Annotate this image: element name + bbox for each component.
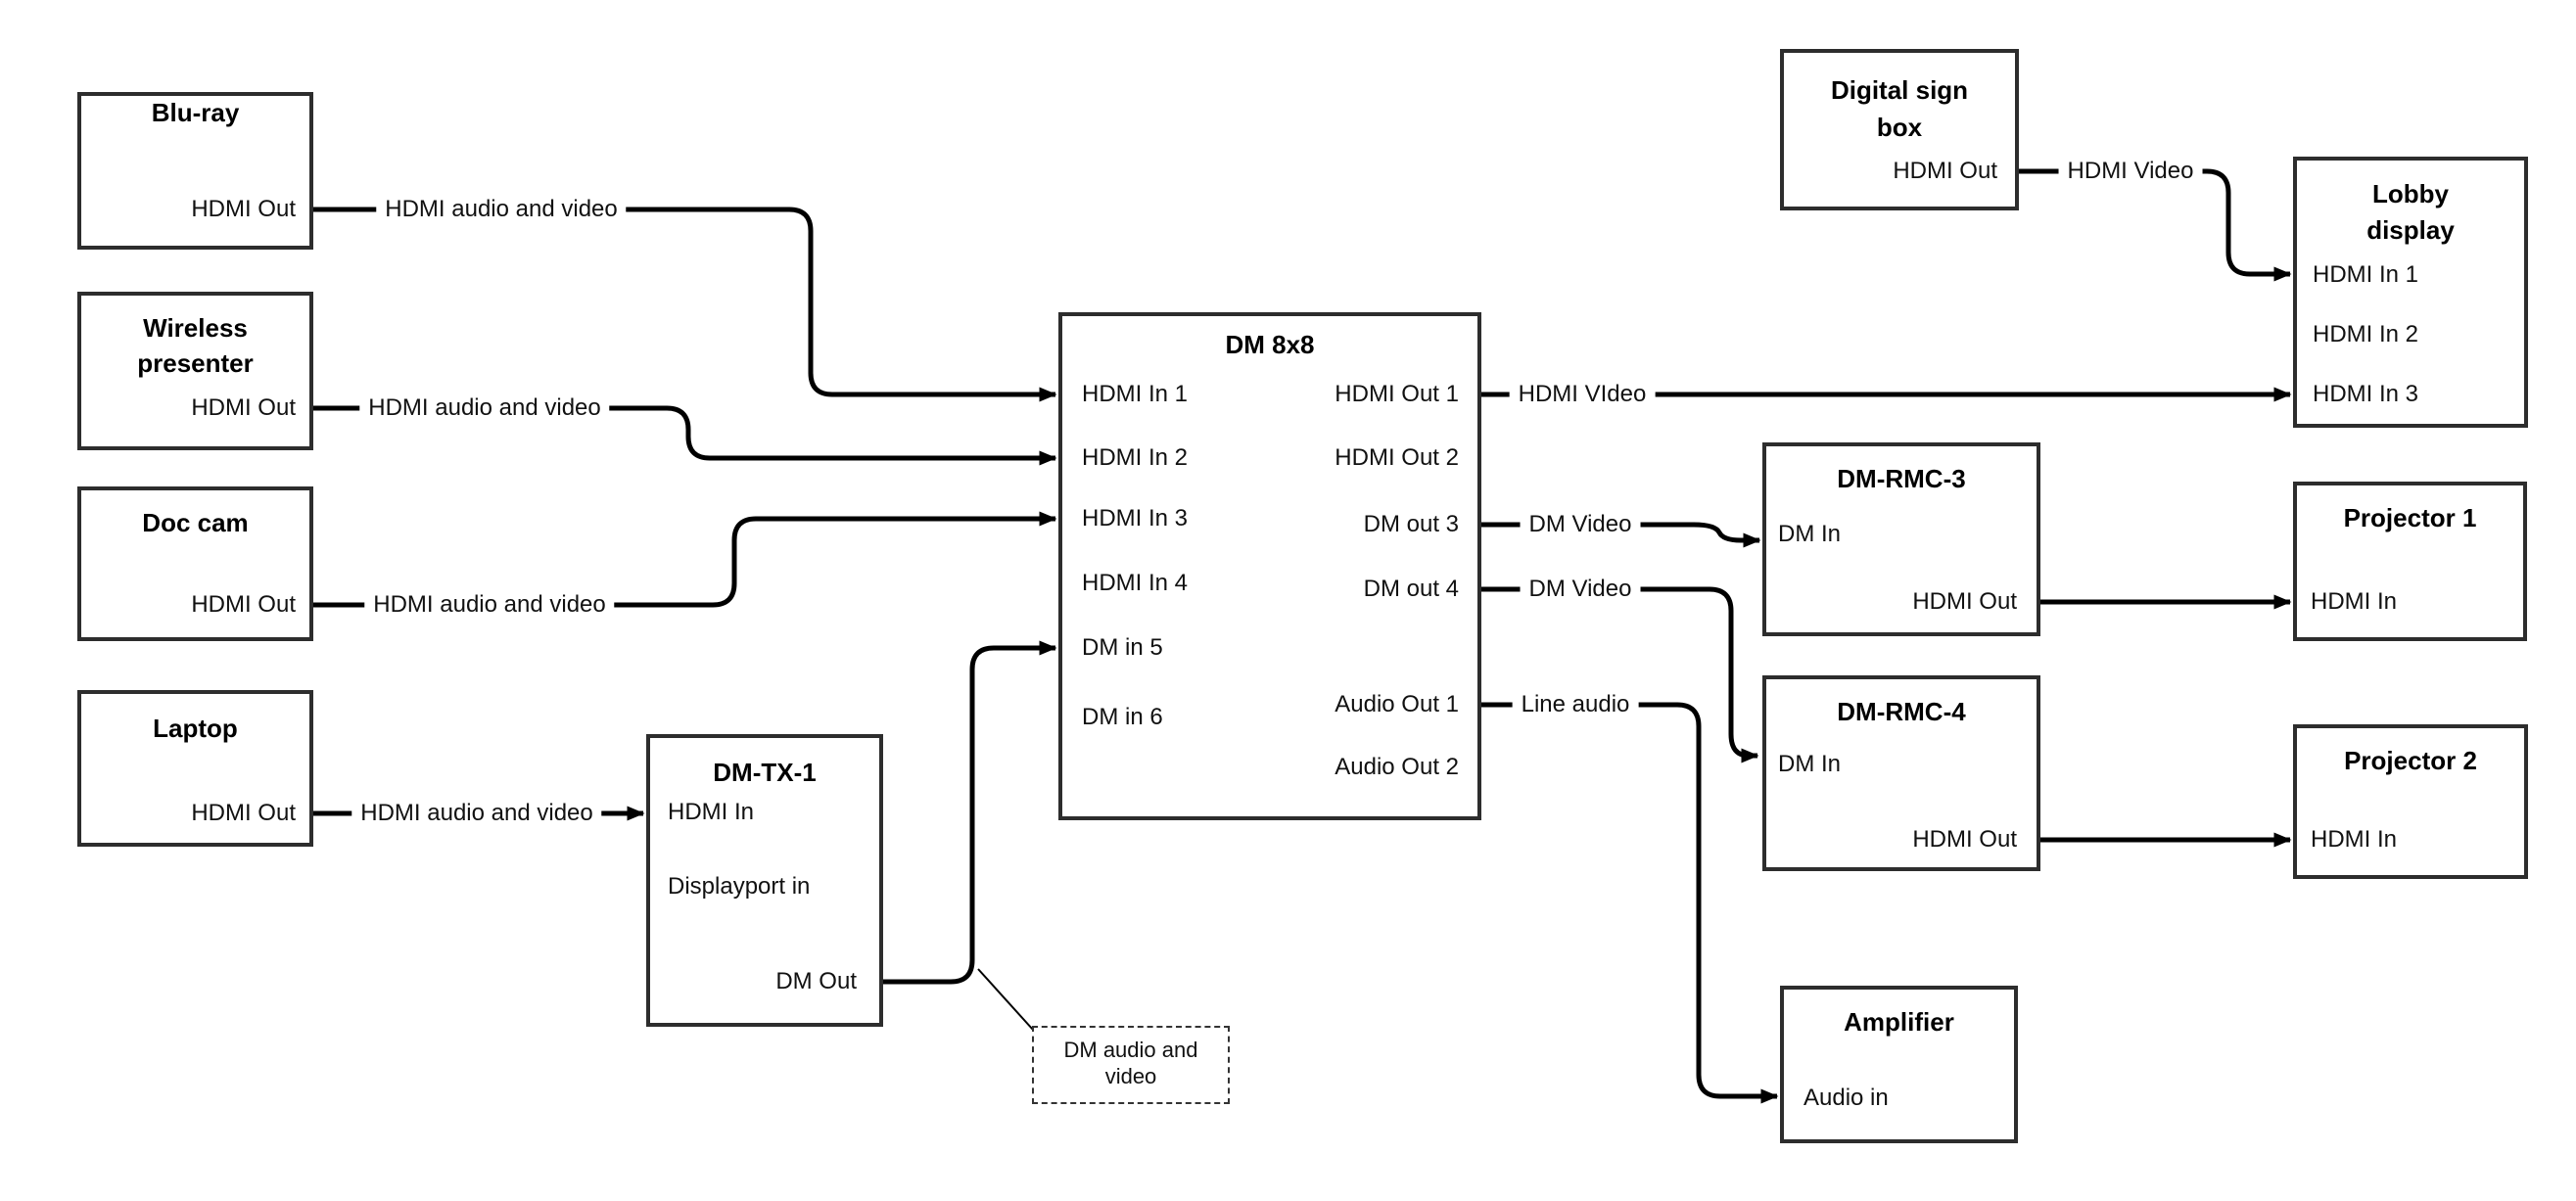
port-proj1-hdmi-in: HDMI In: [2311, 588, 2398, 615]
node-title: Digital sign: [1830, 75, 1969, 105]
port-dm8x8-dm-out-4: DM out 4: [1363, 576, 1459, 602]
port-dm8x8-audio-out-1: Audio Out 1: [1335, 691, 1459, 717]
node-projector-1: Projector 1 HDMI In: [2293, 482, 2527, 641]
node-dm-rmc-4: DM-RMC-4 DM In HDMI Out: [1762, 675, 2040, 871]
node-doc-cam: Doc cam HDMI Out: [77, 486, 313, 641]
port-dm8x8-hdmi-in-2: HDMI In 2: [1082, 444, 1189, 471]
node-title: Wireless: [143, 313, 248, 343]
edge-label-bluray: HDMI audio and video: [376, 195, 627, 224]
port-proj2-hdmi-in: HDMI In: [2311, 826, 2398, 853]
edge-dm8x8-out4-to-rmc4: [1481, 586, 1759, 763]
node-title: DM-RMC-4: [1837, 697, 1966, 726]
node-digital-sign-box: Digital sign box HDMI Out: [1780, 49, 2019, 210]
port-lobby-hdmi-in-2: HDMI In 2: [2313, 321, 2419, 347]
port-rmc4-hdmi-out: HDMI Out: [1912, 826, 2017, 853]
edge-dm8x8-audio1-to-amplifier: [1481, 702, 1779, 1104]
port-dmtx1-hdmi-in: HDMI In: [668, 799, 755, 825]
edge-label-dm-video-3: DM Video: [1520, 510, 1641, 539]
port-laptop-hdmi-out: HDMI Out: [191, 800, 296, 826]
port-dm8x8-hdmi-out-2: HDMI Out 2: [1335, 444, 1459, 471]
node-title: DM 8x8: [1225, 330, 1315, 359]
port-bluray-hdmi-out: HDMI Out: [191, 196, 296, 222]
port-dm8x8-hdmi-in-1: HDMI In 1: [1082, 381, 1189, 407]
node-title: Doc cam: [142, 508, 249, 537]
node-lobby-display: Lobby display HDMI In 1 HDMI In 2 HDMI I…: [2293, 157, 2528, 428]
node-title: display: [2366, 215, 2455, 245]
port-lobby-hdmi-in-1: HDMI In 1: [2313, 261, 2419, 288]
node-laptop: Laptop HDMI Out: [77, 690, 313, 847]
edge-label-laptop: HDMI audio and video: [351, 799, 602, 828]
edge-label-dm-video-4: DM Video: [1520, 575, 1641, 604]
port-sign-hdmi-out: HDMI Out: [1893, 158, 1997, 184]
node-bluray: Blu-ray HDMI Out: [77, 92, 313, 250]
node-dm-8x8: DM 8x8 HDMI In 1 HDMI In 2 HDMI In 3 HDM…: [1058, 312, 1481, 820]
port-lobby-hdmi-in-3: HDMI In 3: [2313, 381, 2419, 407]
edge-dmtx1-to-dm8x8-in5: [883, 640, 1057, 985]
node-title: Amplifier: [1844, 1007, 1954, 1037]
port-dm8x8-hdmi-in-4: HDMI In 4: [1082, 570, 1189, 596]
port-rmc3-hdmi-out: HDMI Out: [1912, 588, 2017, 615]
node-projector-2: Projector 2 HDMI In: [2293, 724, 2528, 879]
edge-label-wireless: HDMI audio and video: [359, 393, 610, 423]
node-title: Blu-ray: [151, 98, 240, 127]
node-amplifier: Amplifier Audio in: [1780, 986, 2018, 1143]
edge-dm8x8-out3-to-rmc3: [1481, 522, 1761, 548]
port-dm8x8-hdmi-out-1: HDMI Out 1: [1335, 381, 1459, 407]
port-rmc3-dm-in: DM In: [1778, 521, 1842, 547]
edge-label-hdmi-video-out1: HDMI VIdeo: [1509, 380, 1656, 409]
annotation-leader-line: [977, 968, 1034, 1031]
port-wireless-hdmi-out: HDMI Out: [191, 394, 296, 421]
edge-doccam-to-dm8x8-in3: [313, 511, 1057, 608]
edge-label-line-audio: Line audio: [1512, 690, 1639, 719]
edge-sign-to-lobby-in1: [2019, 168, 2292, 282]
node-title: DM-TX-1: [713, 758, 817, 787]
node-title: Lobby: [2372, 179, 2449, 208]
node-title: Projector 2: [2344, 746, 2477, 775]
node-title: DM-RMC-3: [1837, 464, 1966, 493]
port-dmtx1-dm-out: DM Out: [775, 968, 857, 994]
edge-wireless-to-dm8x8-in2: [313, 405, 1057, 466]
port-dm8x8-hdmi-in-3: HDMI In 3: [1082, 505, 1189, 531]
node-title: Laptop: [153, 714, 238, 743]
annotation-dm-audio-video: DM audio and video: [1032, 1026, 1230, 1104]
node-dm-tx-1: DM-TX-1 HDMI In Displayport in DM Out: [646, 734, 883, 1027]
edge-bluray-to-dm8x8-in1: [313, 207, 1057, 402]
port-dm8x8-dm-in-6: DM in 6: [1082, 704, 1163, 730]
node-dm-rmc-3: DM-RMC-3 DM In HDMI Out: [1762, 442, 2040, 636]
node-title: box: [1876, 113, 1923, 142]
port-dmtx1-displayport-in: Displayport in: [668, 873, 811, 900]
port-amp-audio-in: Audio in: [1803, 1085, 1889, 1111]
port-dm8x8-dm-in-5: DM in 5: [1082, 634, 1163, 661]
edge-label-doccam: HDMI audio and video: [364, 590, 615, 620]
node-wireless-presenter: Wireless presenter HDMI Out: [77, 292, 313, 450]
node-title: Projector 1: [2343, 503, 2477, 532]
edge-label-hdmi-video-sign: HDMI Video: [2058, 157, 2203, 186]
port-dm8x8-audio-out-2: Audio Out 2: [1335, 754, 1459, 780]
port-doccam-hdmi-out: HDMI Out: [191, 591, 296, 618]
port-dm8x8-dm-out-3: DM out 3: [1363, 511, 1459, 537]
node-title: presenter: [137, 348, 254, 378]
port-rmc4-dm-in: DM In: [1778, 751, 1842, 777]
